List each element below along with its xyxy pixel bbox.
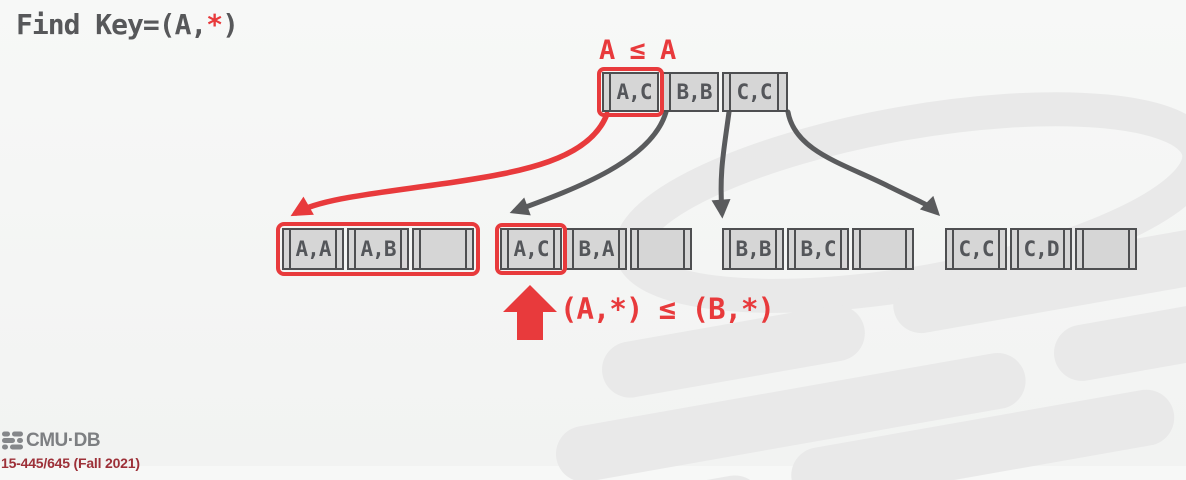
leaf-3-slot-2: B,C (787, 228, 849, 270)
leaf-2-slot-2: B,A (565, 228, 627, 270)
root-slot-3: C,C (722, 72, 788, 112)
leaf-3-slot-1: B,B (722, 228, 784, 270)
root-comparison-label: A ≤ A (599, 35, 676, 66)
key-cell: A,A (289, 228, 337, 270)
pointer-cell (1063, 228, 1072, 270)
key-cell: B,B (669, 72, 719, 112)
leaf-comparison-label: (A,*) ≤ (B,*) (560, 292, 775, 326)
leaf-2-slot-1: A,C (495, 223, 567, 275)
key-cell: B,A (572, 228, 620, 270)
edge-root-to-leaf4 (785, 109, 941, 217)
key-cell-empty (1082, 228, 1130, 270)
key-cell: B,C (794, 228, 842, 270)
edge-root-to-leaf1-highlighted (290, 111, 610, 217)
leaf-3-slot-3 (852, 228, 914, 270)
pointer-cell (775, 228, 784, 270)
title-star: * (206, 8, 223, 41)
edge-root-to-leaf3 (711, 109, 732, 219)
root-slot-2: B,B (662, 72, 719, 112)
key-cell-empty (859, 228, 907, 270)
pointer-cell (683, 228, 692, 270)
key-cell-empty (419, 228, 467, 270)
pointer-cell (840, 228, 849, 270)
key-cell: A,B (354, 228, 402, 270)
leaf-node-3: B,B B,C (722, 228, 914, 270)
leaf-node-2: A,C B,A (495, 223, 692, 275)
red-up-block-arrow-icon (503, 285, 557, 340)
key-cell-empty (637, 228, 685, 270)
pointer-cell (998, 228, 1007, 270)
leaf-node-1: A,A A,B (276, 222, 480, 276)
leaf-node-4: C,C C,D (945, 228, 1137, 270)
pointer-cell (335, 228, 344, 270)
pointer-cell (465, 228, 474, 270)
page-title: Find Key=(A,*) (16, 8, 239, 41)
key-cell: C,C (729, 72, 779, 112)
pointer-cell (777, 72, 788, 112)
database-stack-icon (2, 431, 23, 450)
pointer-cell (553, 228, 562, 270)
pointer-cell (1128, 228, 1137, 270)
pointer-cell (400, 228, 409, 270)
edge-root-to-leaf2 (509, 109, 669, 216)
key-cell: A,C (507, 228, 555, 270)
key-cell: C,D (1017, 228, 1065, 270)
leaf-4-slot-3 (1075, 228, 1137, 270)
title-prefix: Find Key=(A, (16, 8, 207, 41)
leaf-1-slot-3 (412, 228, 474, 270)
key-cell: B,B (729, 228, 777, 270)
leaf-1-slot-1: A,A (282, 228, 344, 270)
leaf-4-slot-1: C,C (945, 228, 1007, 270)
key-cell: A,C (609, 72, 659, 112)
root-slot-1: A,C (597, 67, 664, 117)
logo-text: CMU·DB (26, 430, 101, 451)
cmu-db-logo: CMU·DB (2, 430, 101, 452)
leaf-1-slot-2: A,B (347, 228, 409, 270)
leaf-2-slot-3 (630, 228, 692, 270)
pointer-cell (905, 228, 914, 270)
leaf-4-slot-2: C,D (1010, 228, 1072, 270)
root-node: A,C B,B C,C (597, 67, 788, 117)
pointer-cell (618, 228, 627, 270)
title-suffix: ) (222, 8, 239, 41)
database-stack-watermark-icon (555, 92, 1186, 480)
key-cell: C,C (952, 228, 1000, 270)
course-label: 15-445/645 (Fall 2021) (1, 455, 140, 471)
